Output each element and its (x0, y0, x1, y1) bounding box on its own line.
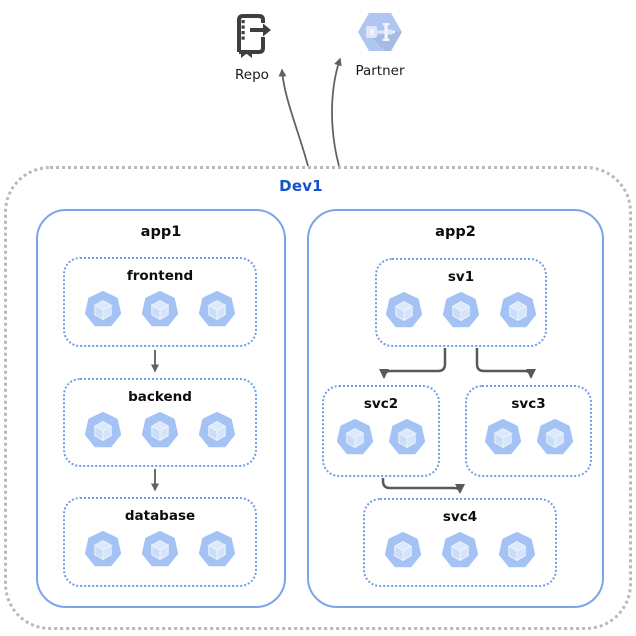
pod-icon (142, 291, 178, 327)
dev1-boundary-label: Dev1 (279, 177, 323, 195)
pod-group (85, 291, 235, 327)
service-box-svc2: svc2 (322, 385, 440, 477)
pod-icon (484, 419, 521, 455)
pod-icon (85, 291, 121, 327)
repo-label: Repo (235, 67, 269, 83)
edge-dev1-partner (331, 57, 342, 167)
dev1-boundary (4, 166, 632, 630)
pod-icon (389, 419, 425, 455)
pod-group (385, 532, 535, 568)
service-label: backend (128, 389, 192, 405)
pod-icon (500, 292, 536, 328)
external-node-partner: Partner (343, 10, 417, 79)
service-box-svc4: svc4 (363, 498, 557, 587)
pod-icon (199, 291, 235, 327)
service-box-backend: backend (63, 378, 257, 467)
service-box-sv1: sv1 (375, 258, 547, 347)
pod-group (386, 292, 536, 328)
app1-label: app1 (140, 224, 182, 240)
pod-icon (337, 419, 373, 455)
pod-icon (443, 292, 479, 328)
pod-icon (386, 292, 422, 328)
service-label: database (124, 508, 196, 524)
service-label: frontend (126, 268, 194, 284)
edge-dev1-repo (278, 68, 309, 167)
service-box-database: database (63, 497, 257, 587)
pod-group (85, 412, 235, 448)
pod-icon (385, 532, 421, 568)
pod-icon (536, 419, 573, 455)
partner-label: Partner (355, 63, 405, 79)
pod-group (337, 419, 425, 455)
pod-group (85, 531, 235, 567)
pod-icon (142, 412, 178, 448)
pod-icon (199, 531, 235, 567)
pod-icon (85, 531, 121, 567)
partner-icon (356, 10, 404, 58)
app2-label: app2 (435, 224, 476, 240)
service-label: sv1 (447, 269, 475, 285)
pod-icon (442, 532, 478, 568)
service-label: svc2 (363, 396, 399, 412)
service-box-frontend: frontend (63, 257, 257, 347)
pod-icon (85, 412, 121, 448)
pod-icon (199, 412, 235, 448)
repo-icon (231, 12, 273, 62)
service-label: svc4 (442, 509, 478, 525)
pod-group (484, 419, 573, 455)
external-node-repo: Repo (220, 12, 284, 83)
pod-icon (499, 532, 535, 568)
service-label: svc3 (511, 396, 546, 412)
pod-icon (142, 531, 178, 567)
service-box-svc3: svc3 (465, 385, 592, 477)
